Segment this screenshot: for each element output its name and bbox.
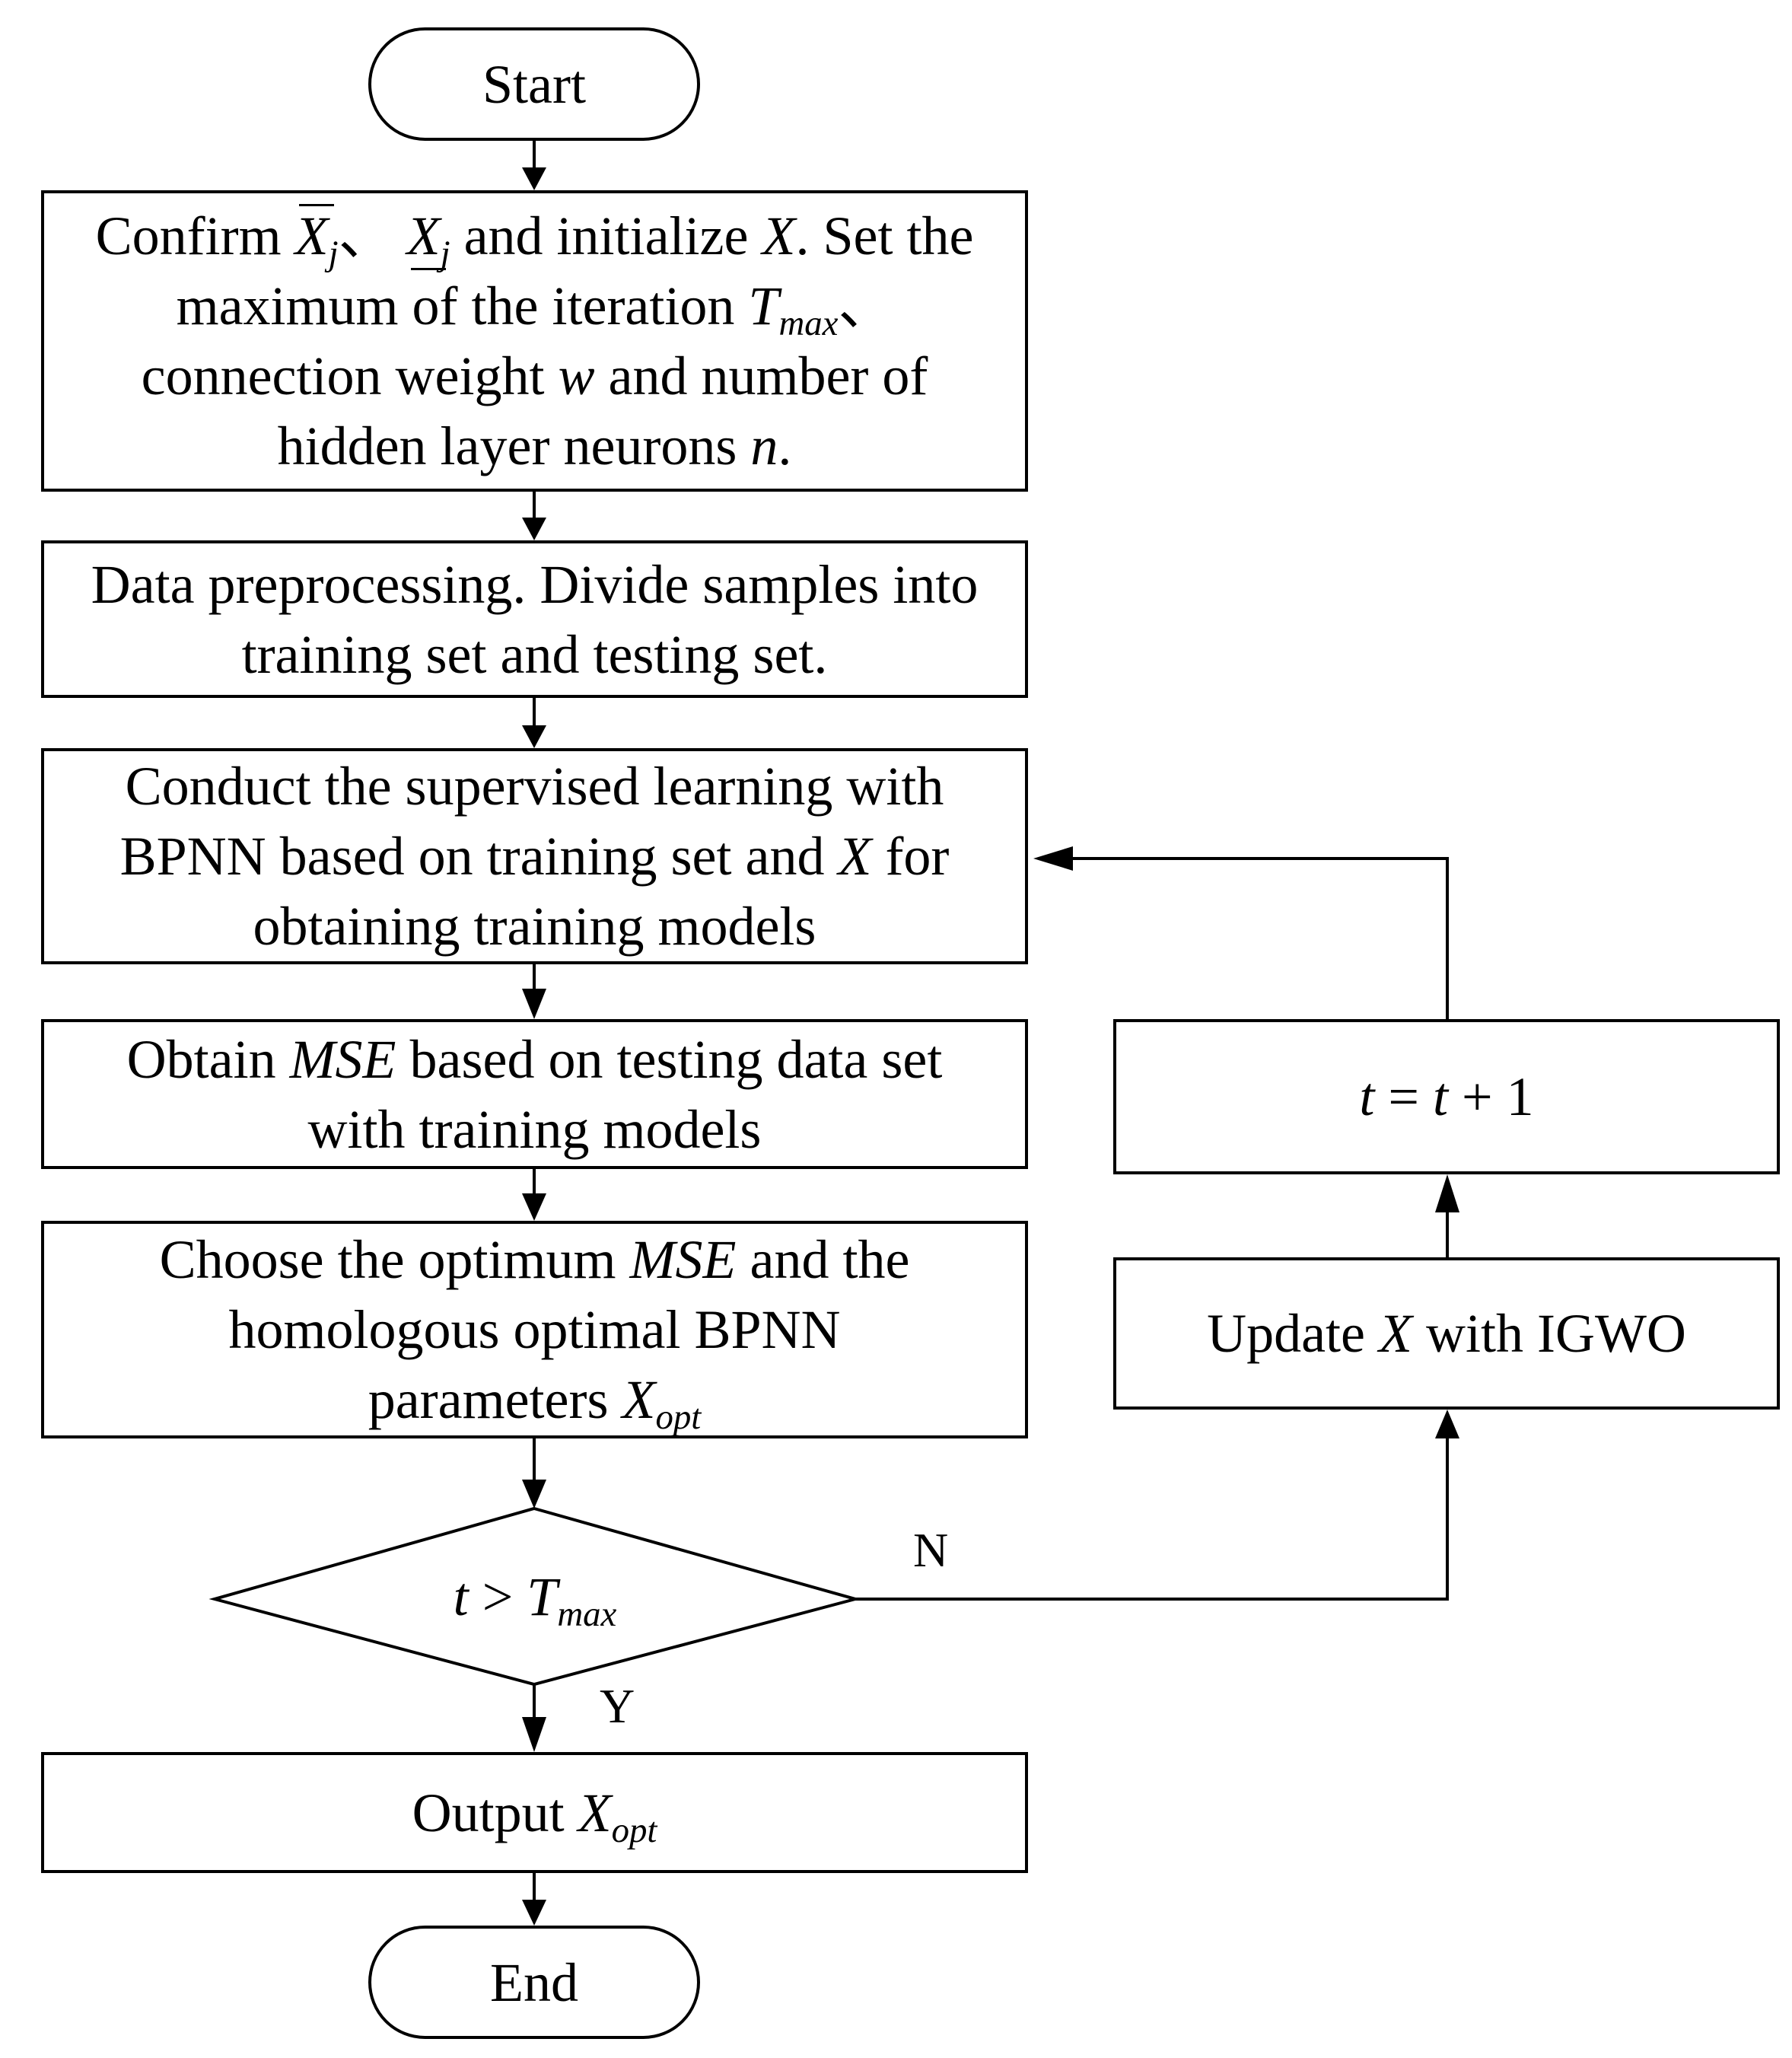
training-text: Conduct the supervised learning with BPN… xyxy=(120,751,950,961)
choose-line2: homologous optimal BPNN xyxy=(228,1299,841,1360)
preprocess-step: Data preprocessing. Divide samples into … xyxy=(41,540,1028,698)
init-line2: maximum of the iteration xyxy=(176,276,735,336)
mse-symbol: MSE xyxy=(289,1028,396,1090)
arrowhead-end xyxy=(522,1900,546,1926)
preprocess-text: Data preprocessing. Divide samples into … xyxy=(91,550,979,690)
choose-line1b: and the xyxy=(750,1229,910,1290)
init-tmax-symbol: T xyxy=(748,276,779,336)
choose-line1a: Choose the optimum xyxy=(159,1229,616,1290)
decision-gt: > xyxy=(482,1566,514,1627)
x-lower-subscript: j xyxy=(440,234,450,274)
decision-tmax-subscript: max xyxy=(557,1594,617,1634)
arrowhead-update xyxy=(1435,1410,1459,1438)
init-line3a: connection weight xyxy=(141,346,545,406)
arrowhead-output xyxy=(522,1717,546,1752)
initialize-step: Confirm Xj、 Xj and initialize X. Set the… xyxy=(41,190,1028,492)
start-label: Start xyxy=(482,53,586,115)
increment-t-right: t xyxy=(1433,1066,1449,1127)
x-lower-symbol: X xyxy=(406,205,441,266)
update-label-b: with IGWO xyxy=(1425,1303,1686,1364)
x-lower-bound: Xj xyxy=(407,201,450,271)
output-xopt-subscript: opt xyxy=(611,1810,657,1850)
choose-xopt-subscript: opt xyxy=(655,1397,702,1438)
decision-condition: t > Tmax xyxy=(215,1508,855,1684)
increment-plus-one: + 1 xyxy=(1462,1066,1534,1127)
end-terminal: End xyxy=(368,1926,700,2039)
arrowhead-train-feedback xyxy=(1033,846,1073,871)
branch-yes-label: Y xyxy=(600,1679,635,1733)
choose-mse-symbol: MSE xyxy=(629,1229,737,1290)
arrow-increment-to-train xyxy=(1073,857,1449,1019)
decision-t-symbol: t xyxy=(453,1566,469,1627)
init-line3b: and number of xyxy=(608,346,928,406)
decision-tmax-symbol: T xyxy=(527,1566,558,1627)
choose-text: Choose the optimum MSE and the homologou… xyxy=(160,1225,910,1435)
increment-t-left: t xyxy=(1359,1066,1375,1127)
training-line3: obtaining training models xyxy=(253,896,816,957)
mse-line1a: Obtain xyxy=(126,1028,276,1090)
init-and-initialize: and initialize xyxy=(463,205,749,266)
update-label-a: Update xyxy=(1207,1303,1365,1364)
end-label: End xyxy=(490,1951,578,2013)
arrowhead-preprocess xyxy=(522,518,546,540)
increment-equals: = xyxy=(1388,1066,1419,1127)
arrowhead-train xyxy=(522,725,546,748)
update-step: Update X with IGWO xyxy=(1113,1257,1780,1410)
choose-optimum-step: Choose the optimum MSE and the homologou… xyxy=(41,1221,1028,1438)
init-period: . xyxy=(778,416,792,476)
x-upper-bound: Xj xyxy=(295,201,339,271)
x-upper-symbol: X xyxy=(294,205,329,266)
init-separator: 、 xyxy=(338,205,393,266)
increment-step: t = t + 1 xyxy=(1113,1019,1780,1174)
start-terminal: Start xyxy=(368,27,700,141)
training-line2a: BPNN based on training set and xyxy=(119,826,825,887)
mse-step: Obtain MSE based on testing data set wit… xyxy=(41,1019,1028,1169)
mse-line1b: based on testing data set xyxy=(409,1028,943,1090)
x-upper-subscript: j xyxy=(328,234,339,274)
arrowhead-choose xyxy=(522,1193,546,1221)
choose-line3: parameters xyxy=(368,1369,609,1430)
branch-no-label: N xyxy=(913,1523,949,1577)
arrowhead-mse xyxy=(522,989,546,1019)
initialize-text: Confirm Xj、 Xj and initialize X. Set the… xyxy=(95,201,974,481)
init-separator-2: 、 xyxy=(838,276,893,336)
preprocess-line2: training set and testing set. xyxy=(241,623,828,685)
init-w-symbol: w xyxy=(558,346,595,406)
choose-xopt-symbol: X xyxy=(622,1369,656,1430)
output-label: Output xyxy=(412,1782,565,1843)
output-xopt-symbol: X xyxy=(578,1782,612,1843)
mse-text: Obtain MSE based on testing data set wit… xyxy=(127,1024,943,1164)
mse-line2: with training models xyxy=(307,1098,762,1160)
init-tmax-subscript: max xyxy=(778,304,839,344)
preprocess-line1: Data preprocessing. Divide samples into xyxy=(91,553,979,615)
training-line2b: for xyxy=(885,826,950,887)
arrow-decision-no-to-update xyxy=(855,1438,1449,1601)
arrowhead-decision xyxy=(522,1480,546,1508)
decision-diamond xyxy=(208,1506,861,1687)
init-n-symbol: n xyxy=(750,416,778,476)
arrowhead-increment xyxy=(1435,1174,1459,1212)
init-x-symbol: X xyxy=(762,205,796,266)
arrowhead-init xyxy=(522,167,546,190)
training-x-symbol: X xyxy=(838,826,872,887)
init-set-the: . Set the xyxy=(795,205,974,266)
training-line1: Conduct the supervised learning with xyxy=(125,756,944,817)
init-line4: hidden layer neurons xyxy=(277,416,737,476)
training-step: Conduct the supervised learning with BPN… xyxy=(41,748,1028,964)
output-step: Output Xopt xyxy=(41,1752,1028,1873)
init-confirm-text: Confirm xyxy=(95,205,282,266)
update-x-symbol: X xyxy=(1379,1303,1412,1364)
